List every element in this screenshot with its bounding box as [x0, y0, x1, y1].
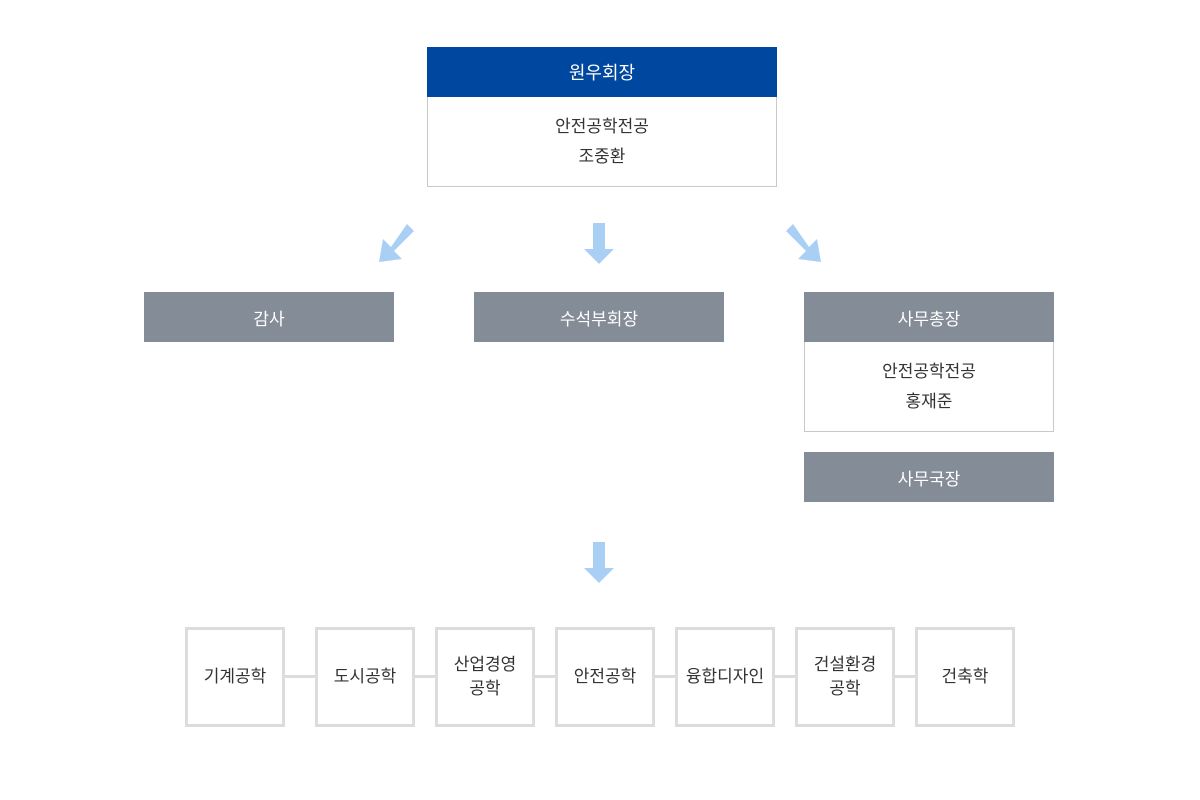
- dept-connector: [895, 675, 915, 678]
- secretary-general-department: 안전공학전공: [882, 361, 976, 382]
- arrow-down-icon: [584, 542, 614, 583]
- secretary-general-title: 사무총장: [804, 292, 1054, 342]
- dept-label: 도시공학: [333, 667, 397, 687]
- arrow-down-right-icon: [786, 224, 821, 262]
- dept-connector: [775, 675, 795, 678]
- dept-convergence-design: 융합디자인: [675, 627, 775, 727]
- dept-label: 건축학: [941, 667, 989, 687]
- dept-civil-environmental-engineering: 건설환경 공학: [795, 627, 895, 727]
- dept-label: 안전공학: [573, 667, 637, 687]
- dept-label: 산업경영: [453, 655, 517, 675]
- dept-label-line2: 공학: [469, 679, 501, 699]
- dept-label-line2: 공학: [829, 679, 861, 699]
- dept-connector: [535, 675, 555, 678]
- dept-label: 건설환경: [813, 655, 877, 675]
- dept-mechanical-engineering: 기계공학: [185, 627, 285, 727]
- president-detail: 안전공학전공 조중환: [427, 97, 777, 187]
- dept-label: 융합디자인: [685, 667, 765, 687]
- president-department: 안전공학전공: [555, 116, 649, 137]
- president-title: 원우회장: [427, 47, 777, 97]
- secretary-general-name: 홍재준: [905, 391, 953, 412]
- dept-connector: [415, 675, 435, 678]
- office-director-title: 사무국장: [804, 452, 1054, 502]
- dept-urban-engineering: 도시공학: [315, 627, 415, 727]
- president-name: 조중환: [578, 146, 626, 167]
- dept-connector: [285, 675, 315, 678]
- dept-label: 기계공학: [203, 667, 267, 687]
- auditor-title: 감사: [144, 292, 394, 342]
- dept-connector: [655, 675, 675, 678]
- arrow-down-icon: [584, 223, 614, 264]
- dept-architecture: 건축학: [915, 627, 1015, 727]
- secretary-general-detail: 안전공학전공 홍재준: [804, 342, 1054, 432]
- vice-president-title: 수석부회장: [474, 292, 724, 342]
- arrow-down-left-icon: [379, 224, 414, 262]
- dept-safety-engineering: 안전공학: [555, 627, 655, 727]
- dept-industrial-management-engineering: 산업경영 공학: [435, 627, 535, 727]
